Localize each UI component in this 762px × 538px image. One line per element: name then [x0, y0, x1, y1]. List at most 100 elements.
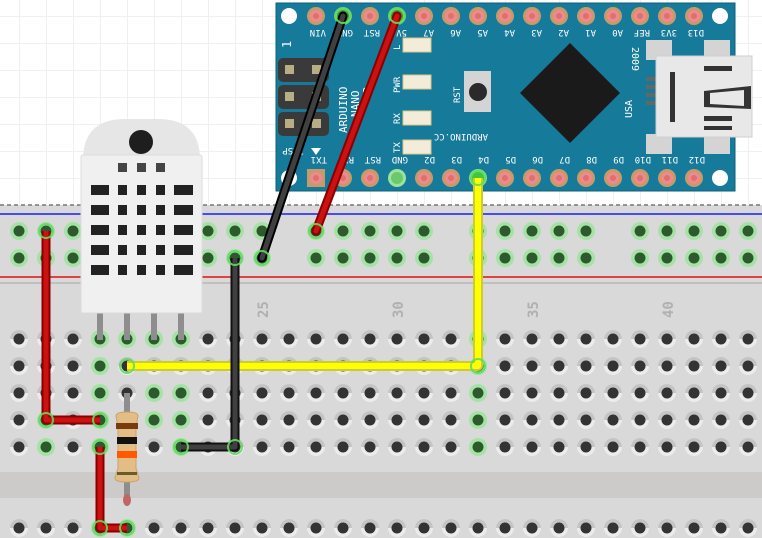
breadboard-hole[interactable]: [334, 411, 352, 429]
breadboard-hole[interactable]: [199, 519, 217, 537]
wire-endpoint[interactable]: [308, 223, 324, 239]
breadboard-hole[interactable]: [10, 519, 28, 537]
breadboard-hole[interactable]: [550, 222, 568, 240]
breadboard-hole[interactable]: [226, 519, 244, 537]
breadboard-hole[interactable]: [712, 222, 730, 240]
breadboard-hole[interactable]: [550, 519, 568, 537]
wire-endpoint[interactable]: [470, 170, 486, 186]
breadboard-hole[interactable]: [712, 411, 730, 429]
breadboard-hole[interactable]: [496, 519, 514, 537]
breadboard-hole[interactable]: [172, 519, 190, 537]
breadboard-hole[interactable]: [253, 330, 271, 348]
breadboard-hole[interactable]: [604, 330, 622, 348]
dht22-sensor[interactable]: [80, 119, 203, 340]
breadboard-hole[interactable]: [10, 411, 28, 429]
breadboard-hole[interactable]: [64, 519, 82, 537]
breadboard-hole[interactable]: [334, 249, 352, 267]
breadboard-hole[interactable]: [469, 438, 487, 456]
breadboard-hole[interactable]: [685, 411, 703, 429]
breadboard-hole[interactable]: [442, 330, 460, 348]
wire-endpoint[interactable]: [119, 520, 135, 536]
breadboard-hole[interactable]: [64, 357, 82, 375]
breadboard-hole[interactable]: [496, 330, 514, 348]
breadboard-hole[interactable]: [631, 357, 649, 375]
breadboard-hole[interactable]: [739, 222, 757, 240]
breadboard-hole[interactable]: [280, 384, 298, 402]
breadboard-hole[interactable]: [469, 519, 487, 537]
breadboard-hole[interactable]: [361, 519, 379, 537]
breadboard-hole[interactable]: [496, 384, 514, 402]
breadboard-hole[interactable]: [685, 438, 703, 456]
breadboard-hole[interactable]: [145, 519, 163, 537]
breadboard-hole[interactable]: [226, 222, 244, 240]
resistor[interactable]: [114, 393, 140, 506]
breadboard-hole[interactable]: [307, 438, 325, 456]
arduino-pin[interactable]: A2: [550, 7, 569, 37]
breadboard-hole[interactable]: [442, 411, 460, 429]
breadboard-hole[interactable]: [307, 411, 325, 429]
breadboard-hole[interactable]: [199, 330, 217, 348]
breadboard-hole[interactable]: [658, 357, 676, 375]
breadboard-hole[interactable]: [361, 222, 379, 240]
breadboard-hole[interactable]: [64, 330, 82, 348]
arduino-pin[interactable]: D6: [523, 154, 543, 187]
breadboard-hole[interactable]: [577, 384, 595, 402]
arduino-pin[interactable]: D13: [685, 7, 704, 37]
arduino-pin[interactable]: REF: [631, 7, 650, 37]
breadboard-hole[interactable]: [280, 519, 298, 537]
breadboard-hole[interactable]: [280, 411, 298, 429]
breadboard-hole[interactable]: [523, 222, 541, 240]
breadboard-hole[interactable]: [685, 519, 703, 537]
wire-endpoint[interactable]: [38, 412, 54, 428]
breadboard-hole[interactable]: [145, 384, 163, 402]
breadboard-hole[interactable]: [739, 438, 757, 456]
breadboard-hole[interactable]: [10, 384, 28, 402]
breadboard-hole[interactable]: [604, 384, 622, 402]
breadboard-hole[interactable]: [496, 411, 514, 429]
breadboard-hole[interactable]: [523, 330, 541, 348]
breadboard-hole[interactable]: [550, 357, 568, 375]
breadboard-hole[interactable]: [550, 411, 568, 429]
breadboard-hole[interactable]: [388, 519, 406, 537]
arduino-pin[interactable]: A4: [496, 7, 515, 37]
arduino-pin[interactable]: A7: [415, 7, 434, 37]
breadboard-hole[interactable]: [739, 330, 757, 348]
breadboard-hole[interactable]: [577, 357, 595, 375]
breadboard-hole[interactable]: [361, 438, 379, 456]
breadboard-hole[interactable]: [631, 249, 649, 267]
breadboard-hole[interactable]: [361, 411, 379, 429]
breadboard-hole[interactable]: [388, 330, 406, 348]
breadboard-hole[interactable]: [91, 384, 109, 402]
breadboard-hole[interactable]: [577, 519, 595, 537]
breadboard-hole[interactable]: [10, 249, 28, 267]
breadboard-hole[interactable]: [739, 357, 757, 375]
arduino-pin[interactable]: D8: [577, 154, 597, 187]
breadboard-hole[interactable]: [604, 438, 622, 456]
breadboard-hole[interactable]: [469, 411, 487, 429]
breadboard-hole[interactable]: [307, 519, 325, 537]
breadboard-hole[interactable]: [658, 519, 676, 537]
breadboard-hole[interactable]: [604, 519, 622, 537]
ground-jumper[interactable]: [181, 258, 238, 450]
breadboard-hole[interactable]: [415, 330, 433, 348]
breadboard-hole[interactable]: [523, 357, 541, 375]
breadboard-hole[interactable]: [334, 438, 352, 456]
breadboard-hole[interactable]: [496, 357, 514, 375]
breadboard-hole[interactable]: [631, 330, 649, 348]
breadboard-hole[interactable]: [550, 384, 568, 402]
wire-endpoint[interactable]: [38, 223, 54, 239]
arduino-pin[interactable]: D5: [496, 154, 516, 187]
arduino-pin[interactable]: VIN: [307, 7, 326, 37]
breadboard-hole[interactable]: [550, 249, 568, 267]
breadboard-hole[interactable]: [361, 384, 379, 402]
breadboard-hole[interactable]: [361, 249, 379, 267]
breadboard-hole[interactable]: [172, 411, 190, 429]
arduino-pin[interactable]: TX1: [307, 154, 327, 187]
breadboard-hole[interactable]: [523, 519, 541, 537]
breadboard-hole[interactable]: [712, 519, 730, 537]
arduino-pin[interactable]: D3: [442, 154, 462, 187]
breadboard-hole[interactable]: [64, 249, 82, 267]
breadboard-hole[interactable]: [388, 249, 406, 267]
breadboard-hole[interactable]: [307, 249, 325, 267]
breadboard-hole[interactable]: [577, 330, 595, 348]
